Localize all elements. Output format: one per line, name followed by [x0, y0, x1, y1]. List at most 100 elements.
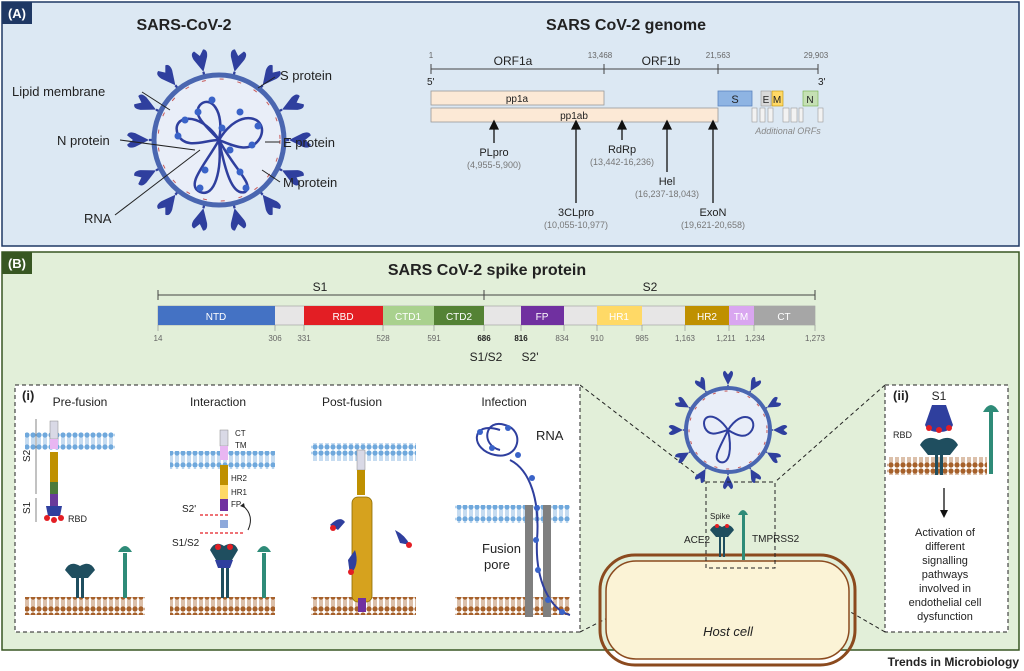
- tick-816: 816: [514, 334, 528, 343]
- domain-ctd1: [383, 306, 434, 325]
- 3clpro-range: (10,055-10,977): [544, 220, 608, 230]
- panel-a-tag-box: [2, 2, 32, 24]
- tick-686: 686: [477, 334, 491, 343]
- nucleocapsid-bead: [196, 184, 204, 192]
- n-gene: [802, 90, 819, 107]
- additional-orfs-label: Additional ORFs: [754, 126, 821, 136]
- genome-pos-1: 1: [429, 51, 434, 60]
- pp1ab-label: pp1ab: [560, 111, 588, 122]
- m-gene: [771, 90, 784, 107]
- cleavage-s2p: S2': [522, 350, 539, 364]
- plpro-range: (4,955-5,900): [467, 160, 521, 170]
- center-tmprss2: [738, 510, 748, 560]
- center-tmprss2-label: TMPRSS2: [752, 534, 800, 545]
- pp1a-bar: [430, 90, 605, 106]
- activation-line-3: signalling: [922, 555, 968, 567]
- infection-illustration: [475, 422, 571, 617]
- genome-pos-21563: 21,563: [706, 51, 731, 60]
- interaction-hr2-label: HR2: [231, 474, 248, 483]
- stage-interaction: Interaction: [190, 395, 246, 409]
- nucleocapsid-bead: [248, 141, 256, 149]
- genome-pos-29903: 29,903: [804, 51, 829, 60]
- infection-rna-label: RNA: [536, 428, 564, 443]
- e-gene-label: E: [763, 95, 770, 106]
- activation-line-6: endothelial cell: [909, 597, 982, 609]
- orf1b-label: ORF1b: [642, 54, 681, 68]
- subpanel-ii-tag: (ii): [893, 388, 909, 403]
- tick-1273: 1,273: [805, 334, 826, 343]
- three-prime: 3': [818, 77, 826, 88]
- panel-b-tag: (B): [8, 256, 26, 271]
- tick-834: 834: [555, 334, 569, 343]
- subpanel-ii-s1-label: S1: [932, 389, 947, 403]
- host-cell: [598, 553, 857, 667]
- domain-hr2-label: HR2: [697, 312, 717, 323]
- center-ace2-label: ACE2: [684, 535, 711, 546]
- interaction-ct-label: CT: [235, 429, 246, 438]
- activation-arrow: [940, 488, 948, 518]
- exon-range: (19,621-20,658): [681, 220, 745, 230]
- nucleocapsid-bead: [529, 475, 535, 481]
- subpanel-ii-complex: [920, 405, 958, 475]
- nucleocapsid-bead: [534, 505, 540, 511]
- center-virus: [668, 370, 788, 490]
- domain-tm: [729, 306, 754, 325]
- domain-hr1-label: HR1: [609, 312, 629, 323]
- domain-ct: [754, 306, 815, 325]
- stage-prefusion: Pre-fusion: [53, 395, 108, 409]
- domain-tm-label: TM: [734, 312, 748, 323]
- host-membrane-1: [25, 597, 145, 615]
- tick-14: 14: [154, 334, 163, 343]
- center-spike-label: Spike: [710, 512, 731, 521]
- postfusion-spike: [330, 449, 412, 612]
- genome-map: 1 13,468 21,563 29,903 ORF1a ORF1b 5' 3'…: [427, 51, 829, 230]
- stage-infection: Infection: [481, 395, 526, 409]
- virus-title: SARS-CoV-2: [136, 17, 231, 34]
- ace2-receptor-1: [65, 563, 95, 598]
- tick-1234: 1,234: [745, 334, 766, 343]
- domain-fp: [521, 306, 564, 325]
- interaction-s2p-label: S2': [182, 504, 196, 515]
- domain-ntd: [158, 306, 275, 325]
- interaction-spike: [200, 429, 251, 598]
- e-protein-label: E protein: [283, 135, 335, 150]
- m-gene-label: M: [773, 95, 781, 106]
- nucleocapsid-bead: [201, 166, 209, 174]
- panel-b-tag-box: [2, 252, 32, 274]
- activation-line-5: involved in: [919, 583, 971, 595]
- tick-985: 985: [635, 334, 649, 343]
- prefusion-s2-label: S2: [22, 449, 33, 462]
- lipid-membrane-label: Lipid membrane: [12, 84, 105, 99]
- interaction-fp-label: FP: [231, 500, 241, 509]
- domain-rbd-label: RBD: [332, 312, 353, 323]
- plpro-name: PLpro: [479, 147, 508, 159]
- host-membrane-4: [455, 597, 570, 615]
- domain-ctd1-label: CTD1: [395, 312, 422, 323]
- interaction-tm-label: TM: [235, 441, 247, 450]
- hel-range: (16,237-18,043): [635, 189, 699, 199]
- activation-line-1: Activation of: [915, 527, 976, 539]
- nucleocapsid-bead: [226, 146, 234, 154]
- n-gene-label: N: [806, 95, 813, 106]
- stage-postfusion: Post-fusion: [322, 395, 382, 409]
- zoom-box: [705, 481, 776, 569]
- exon-name: ExoN: [700, 207, 727, 219]
- genome-pos-13468: 13,468: [588, 51, 613, 60]
- s-gene: [717, 90, 753, 107]
- pp1ab-bar: [430, 107, 719, 123]
- m-protein-label: M protein: [283, 175, 337, 190]
- n-protein-label: N protein: [57, 133, 110, 148]
- pp1a-label: pp1a: [506, 94, 529, 105]
- domain-ntd-label: NTD: [206, 312, 227, 323]
- nucleocapsid-bead: [236, 168, 244, 176]
- activation-line-4: pathways: [922, 569, 969, 581]
- domain-ctd2-label: CTD2: [446, 312, 473, 323]
- nucleocapsid-bead: [254, 122, 262, 130]
- additional-orf-boxes: [751, 107, 824, 123]
- nucleocapsid-bead: [489, 445, 495, 451]
- activation-line-2: different: [925, 541, 965, 553]
- tick-1211: 1,211: [716, 334, 736, 343]
- genome-title: SARS CoV-2 genome: [546, 17, 706, 34]
- tmprss2-2: [257, 546, 271, 598]
